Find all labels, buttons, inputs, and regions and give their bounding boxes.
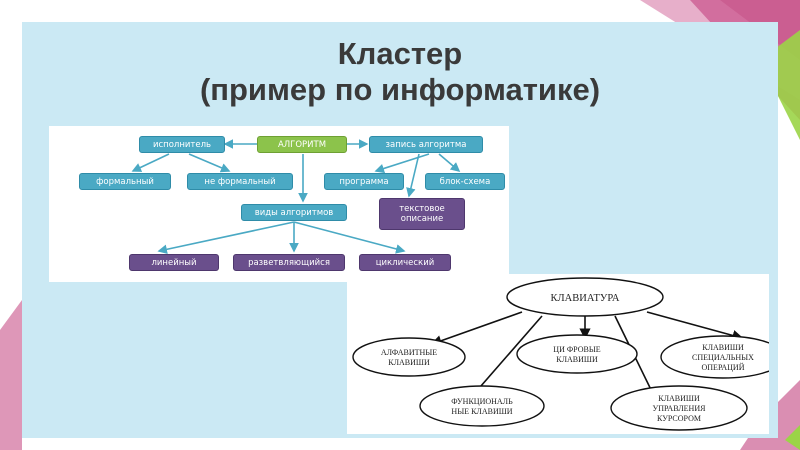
flowchart-box: блок-схема — [425, 173, 505, 190]
record-box: запись алгоритма — [369, 136, 483, 153]
cyclic-label: циклический — [375, 257, 435, 268]
slide-title: Кластер (пример по информатике) — [22, 36, 778, 108]
not-formal-label: не формальный — [204, 176, 276, 187]
program-box: программа — [324, 173, 404, 190]
record-label: запись алгоритма — [385, 139, 467, 150]
digit-keys-line-2: КЛАВИШИ — [556, 355, 598, 364]
digit-keys-ellipse — [516, 334, 638, 374]
cursor-keys-ellipse — [610, 385, 748, 431]
keyboard-diagram: КЛАВИАТУРА АЛФАВИТНЫЕ КЛАВИШИ ЦИ ФРОВЫЕ … — [347, 274, 769, 434]
special-keys-line-1: КЛАВИШИ — [702, 343, 744, 352]
slide: Кластер (пример по информатике) — [22, 22, 778, 438]
keyboard-diagram-drawing: КЛАВИАТУРА АЛФАВИТНЫЕ КЛАВИШИ ЦИ ФРОВЫЕ … — [352, 277, 769, 431]
formal-label: формальный — [96, 176, 154, 187]
alpha-keys-ellipse — [352, 337, 466, 377]
special-keys-ellipse — [660, 335, 769, 379]
linear-box: линейный — [129, 254, 219, 271]
alpha-keys-line-2: КЛАВИШИ — [388, 358, 430, 367]
algorithm-connectors — [131, 139, 461, 255]
title-line-2: (пример по информатике) — [199, 72, 601, 107]
text-description-box: текстовое описание — [379, 198, 465, 230]
alpha-keys-line-1: АЛФАВИТНЫЕ — [381, 348, 437, 357]
linear-label: линейный — [151, 257, 197, 268]
executor-label: исполнитель — [152, 139, 212, 150]
program-label: программа — [339, 176, 389, 187]
function-keys-line-1: ФУНКЦИОНАЛЬ — [451, 397, 513, 406]
title-line-1: Кластер — [337, 36, 463, 71]
algorithm-types-box: виды алгоритмов — [241, 204, 347, 221]
digit-keys-line-1: ЦИ ФРОВЫЕ — [553, 345, 601, 354]
special-keys-line-3: ОПЕРАЦИЙ — [702, 363, 745, 372]
algorithm-root-label: АЛГОРИТМ — [277, 139, 327, 150]
cyclic-box: циклический — [359, 254, 451, 271]
text-description-label: текстовое описание — [399, 204, 445, 224]
executor-box: исполнитель — [139, 136, 225, 153]
algorithm-root-box: АЛГОРИТМ — [257, 136, 347, 153]
cursor-keys-line-2: УПРАВЛЕНИЯ — [653, 404, 707, 413]
algorithm-diagram: АЛГОРИТМ исполнитель запись алгоритма фо… — [49, 126, 509, 282]
branching-box: разветвляющийся — [233, 254, 345, 271]
formal-box: формальный — [79, 173, 171, 190]
cursor-keys-line-3: КУРСОРОМ — [657, 414, 701, 423]
not-formal-box: не формальный — [187, 173, 293, 190]
special-keys-line-2: СПЕЦИАЛЬНЫХ — [692, 353, 754, 362]
flowchart-label: блок-схема — [439, 176, 491, 187]
function-keys-line-2: НЫЕ КЛАВИШИ — [451, 407, 512, 416]
cursor-keys-line-1: КЛАВИШИ — [658, 394, 700, 403]
algorithm-types-label: виды алгоритмов — [254, 207, 334, 218]
keyboard-root-label: КЛАВИАТУРА — [551, 293, 620, 304]
function-keys-ellipse — [419, 385, 545, 427]
branching-label: разветвляющийся — [248, 257, 330, 268]
keyboard-root-ellipse — [506, 277, 664, 317]
